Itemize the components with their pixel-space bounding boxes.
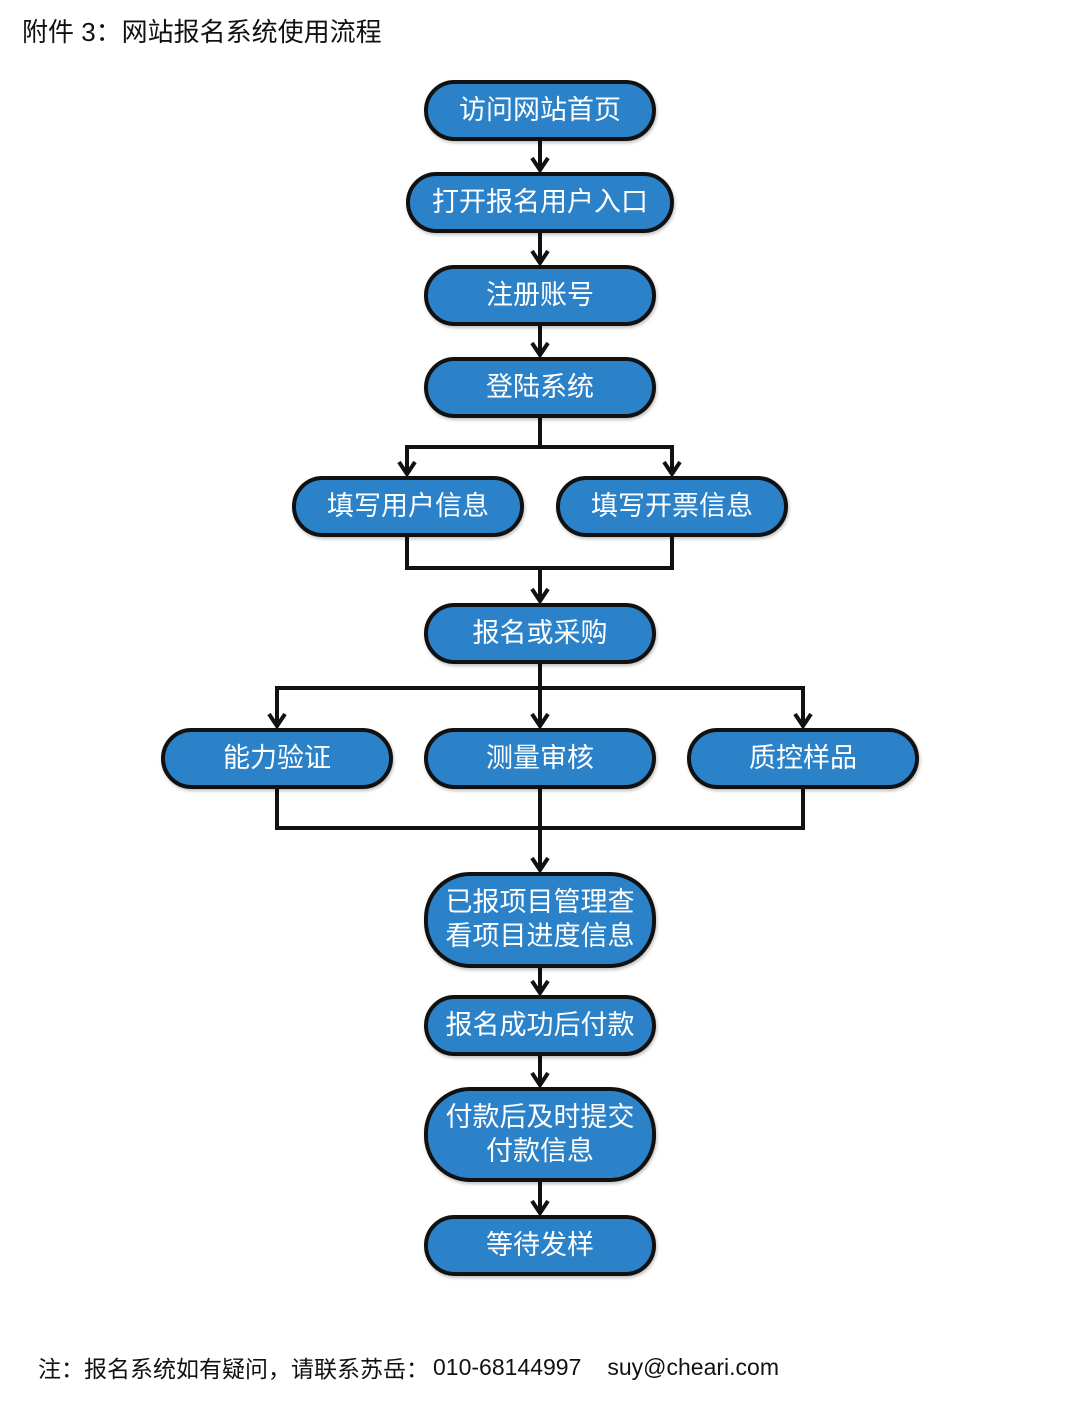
arrow-login-to-fill-invoice-info [540, 445, 682, 478]
node-label-line-1: 已报项目管理查 [445, 887, 635, 918]
node-proficiency-testing: 能力验证 [161, 728, 393, 789]
node-label: 报名或采购 [472, 617, 608, 649]
node-label: 报名成功后付款 [445, 1009, 635, 1041]
node-label: 填写用户信息 [327, 490, 489, 522]
node-pay-after-enroll: 报名成功后付款 [424, 995, 656, 1056]
node-label: 访问网站首页 [459, 94, 621, 126]
node-label: 测量审核 [486, 742, 594, 774]
node-label: 注册账号 [486, 279, 594, 311]
arrow-enroll-to-proficiency-testing [267, 664, 542, 730]
node-label: 能力验证 [223, 742, 331, 774]
page-title: 附件 3：网站报名系统使用流程 [22, 17, 382, 47]
node-label: 填写开票信息 [591, 490, 753, 522]
node-label: 等待发样 [486, 1229, 594, 1261]
node-open-entry: 打开报名用户入口 [406, 172, 674, 233]
node-visit-homepage: 访问网站首页 [424, 80, 656, 141]
node-qc-samples: 质控样品 [687, 728, 919, 789]
node-fill-invoice-info: 填写开票信息 [556, 476, 788, 537]
node-login-system: 登陆系统 [424, 357, 656, 418]
merge-line-fill-info [405, 537, 674, 570]
node-submit-payment-info: 付款后及时提交 付款信息 [424, 1087, 656, 1182]
node-project-management: 已报项目管理查 看项目进度信息 [424, 872, 656, 968]
contact-phone: 010-68144997 [433, 1353, 582, 1380]
node-fill-user-info: 填写用户信息 [292, 476, 524, 537]
arrow-enroll-to-qc-samples [540, 686, 813, 730]
node-enroll-or-purchase: 报名或采购 [424, 603, 656, 664]
arrow-login-to-fill-user-info [397, 418, 542, 478]
node-label-line-1: 付款后及时提交 [445, 1101, 635, 1133]
node-await-shipment: 等待发样 [424, 1215, 656, 1276]
contact-email: suy@cheari.com [607, 1353, 779, 1380]
node-label: 质控样品 [749, 742, 857, 774]
node-label-line-2: 看项目进度信息 [445, 921, 635, 952]
node-register-account: 注册账号 [424, 265, 656, 326]
footer-contact: 注：报名系统如有疑问，请联系苏岳： 010-68144997 suy@chear… [38, 1350, 779, 1384]
node-measurement-audit: 测量审核 [424, 728, 656, 789]
node-label: 打开报名用户入口 [432, 186, 648, 218]
footer-note: 注：报名系统如有疑问，请联系苏岳： [38, 1357, 429, 1383]
node-label-line-2: 付款信息 [486, 1135, 594, 1167]
node-label: 登陆系统 [486, 371, 594, 403]
